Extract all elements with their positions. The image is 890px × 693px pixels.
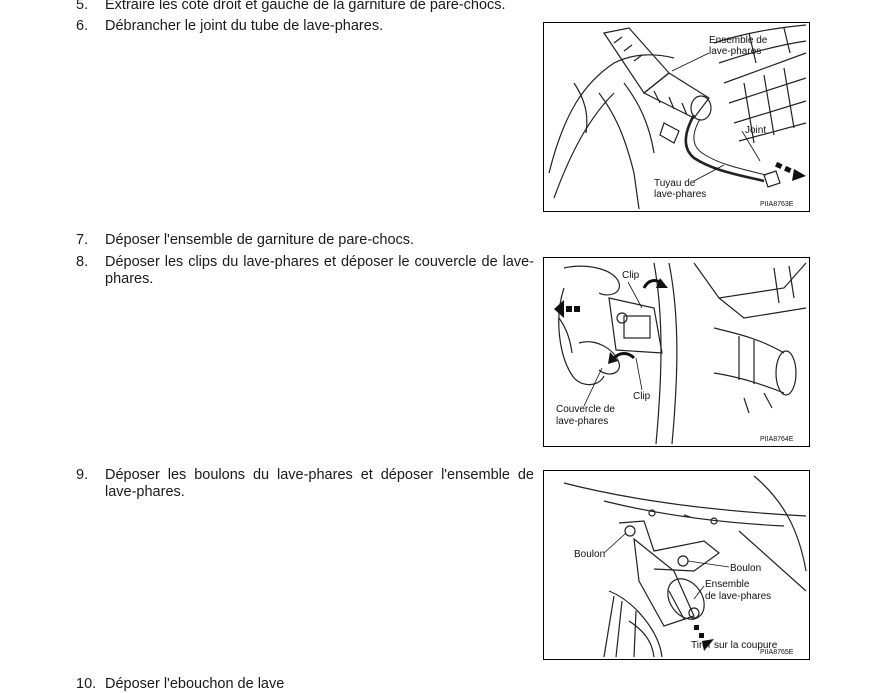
- step-text: Extraire les côté droit et gauche de la …: [105, 0, 506, 13]
- step-text: Déposer les clips du lave-phares et dépo…: [105, 254, 534, 287]
- figure-washer-bolts-removal: Boulon Boulon Ensemble de lave-phares Ti…: [543, 470, 810, 660]
- label-clip-top: Clip: [622, 270, 640, 281]
- label-assembly-line2: lave-phares: [709, 46, 762, 57]
- figure-code: PIIA8764E: [760, 436, 794, 443]
- figure-headlamp-washer-joint: Ensemble de lave-phares Joint Tuyau de l…: [543, 22, 810, 212]
- label-cover-line1: Couvercle de: [556, 404, 615, 415]
- step-number: 7.: [76, 232, 89, 248]
- figure-1-drawing: [548, 24, 807, 210]
- label-pull: Tirer sur la coupure: [691, 640, 778, 651]
- figure-code: PIIA8763E: [760, 201, 794, 208]
- label-cover-line2: lave-phares: [556, 416, 609, 427]
- label-assembly-line2: de lave-phares: [705, 591, 772, 602]
- step-number: 8.: [76, 254, 89, 270]
- figure-code: PIIA8765E: [760, 649, 794, 656]
- label-bolt-right: Boulon: [730, 563, 762, 574]
- figure-3-drawing: [563, 475, 807, 658]
- step-7: 7. Déposer l'ensemble de garniture de pa…: [0, 232, 540, 249]
- label-assembly-line1: Ensemble de: [709, 35, 768, 46]
- step-8: 8. Déposer les clips du lave-phares et d…: [0, 254, 540, 288]
- step-9: 9. Déposer les boulons du lave-phares et…: [0, 467, 540, 501]
- step-text: Déposer les boulons du lave-phares et dé…: [105, 467, 534, 500]
- step-5: 5. Extraire les côté droit et gauche de …: [0, 0, 540, 14]
- figure-2-drawing: [554, 262, 807, 445]
- step-text: Débrancher le joint du tube de lave-phar…: [105, 18, 384, 34]
- label-hose-line2: lave-phares: [654, 189, 707, 200]
- step-number: 5.: [76, 0, 89, 13]
- label-hose-line1: Tuyau de: [654, 178, 696, 189]
- label-clip-bottom: Clip: [633, 391, 651, 402]
- step-text: Déposer l'ensemble de garniture de pare-…: [105, 232, 415, 248]
- label-joint: Joint: [745, 125, 767, 136]
- label-bolt-left: Boulon: [574, 549, 606, 560]
- step-number: 6.: [76, 18, 89, 34]
- label-assembly-line1: Ensemble: [705, 579, 750, 590]
- step-6: 6. Débrancher le joint du tube de lave-p…: [0, 18, 540, 35]
- step-number: 9.: [76, 467, 89, 483]
- figure-washer-cover-clips: Clip Clip Couvercle de lave-phares PIIA8…: [543, 257, 810, 447]
